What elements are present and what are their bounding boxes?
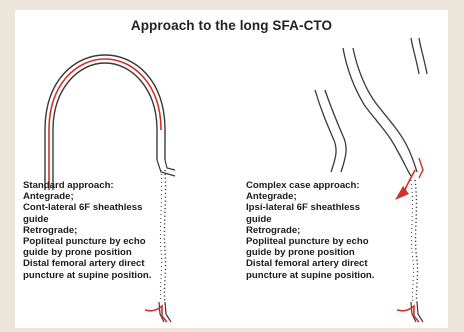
left-arch-wire: [49, 59, 161, 190]
standard-line: Antegrade;: [23, 191, 151, 202]
right-sfa-occlusion: [415, 180, 418, 302]
right-iliac-vessel: [315, 38, 427, 176]
left-sfa-occlusion-inner: [160, 170, 161, 302]
left-popliteal-wire: [145, 306, 167, 322]
right-sfa-occlusion-inner: [411, 180, 414, 302]
complex-line: guide by prone position: [246, 247, 374, 258]
standard-line: puncture at supine position.: [23, 270, 151, 281]
left-branch-stub: [157, 160, 175, 176]
complex-line-heading: Complex case approach:: [246, 180, 374, 191]
complex-approach-text: Complex case approach: Antegrade; Ipsi-l…: [246, 180, 374, 281]
left-arch-vessel: [45, 55, 165, 190]
right-upper-wire: [419, 158, 423, 178]
standard-line: guide by prone position: [23, 247, 151, 258]
diagram-title: Approach to the long SFA-CTO: [15, 18, 448, 33]
standard-line-heading: Standard approach:: [23, 180, 151, 191]
right-access-arrowhead: [395, 186, 409, 200]
complex-line: Distal femoral artery direct: [246, 258, 374, 269]
diagram-figure: Approach to the long SFA-CTO Standard ap…: [15, 10, 448, 328]
standard-line: Popliteal puncture by echo: [23, 236, 151, 247]
standard-line: Retrograde;: [23, 225, 151, 236]
complex-line: Ipsi-lateral 6F sheathless: [246, 202, 374, 213]
complex-line: Popliteal puncture by echo: [246, 236, 374, 247]
complex-line: Retrograde;: [246, 225, 374, 236]
standard-approach-text: Standard approach: Antegrade; Cont-later…: [23, 180, 151, 281]
standard-line: Cont-lateral 6F sheathless: [23, 202, 151, 213]
right-popliteal-wire: [397, 306, 419, 322]
complex-line: guide: [246, 214, 374, 225]
standard-line: Distal femoral artery direct: [23, 258, 151, 269]
complex-line: Antegrade;: [246, 191, 374, 202]
standard-line: guide: [23, 214, 151, 225]
complex-line: puncture at supine position.: [246, 270, 374, 281]
left-sfa-occlusion: [164, 170, 165, 302]
